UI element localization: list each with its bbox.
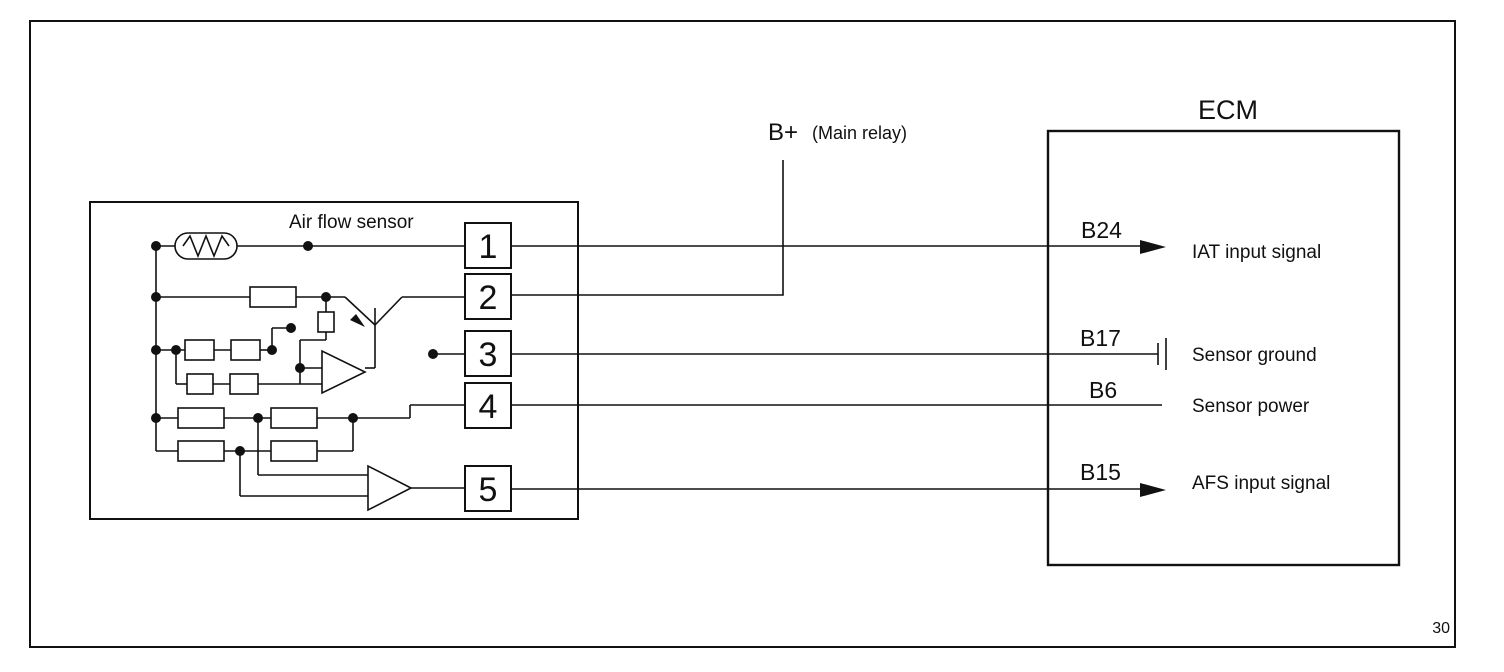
pin-label-1: 1	[479, 228, 498, 266]
resistor-icon	[186, 373, 214, 395]
pin-label-5: 5	[479, 471, 498, 509]
terminal-code-b24: B24	[1081, 217, 1122, 243]
signal-label-iat: IAT input signal	[1192, 242, 1321, 263]
resistor-icon	[230, 339, 261, 361]
air-flow-sensor	[89, 201, 579, 520]
terminal-code-b6: B6	[1089, 377, 1117, 403]
resistor-icon	[177, 407, 225, 429]
resistor-icon	[270, 440, 318, 462]
signal-label-afs: AFS input signal	[1192, 473, 1330, 494]
resistor-icon	[177, 440, 225, 462]
terminal-code-b15: B15	[1080, 459, 1121, 485]
resistor-icon	[249, 286, 297, 308]
resistor-icon	[229, 373, 259, 395]
power-label: B+	[768, 119, 798, 146]
resistor-icon	[270, 407, 318, 429]
connector-pins	[464, 222, 512, 512]
figure-number: 30	[1432, 620, 1450, 637]
figure-frame	[29, 20, 1456, 648]
power-note: (Main relay)	[812, 123, 907, 143]
signal-label-ground: Sensor ground	[1192, 345, 1317, 366]
pin-label-2: 2	[479, 279, 498, 317]
pin-label-4: 4	[479, 388, 498, 426]
b15-arrow-icon	[1140, 483, 1166, 497]
ecm-box	[1046, 129, 1401, 567]
signal-label-power: Sensor power	[1192, 396, 1310, 417]
pin-box-5	[464, 465, 512, 512]
sensor-title: Air flow sensor	[289, 212, 414, 233]
ecm-title: ECM	[1198, 95, 1258, 125]
pin-label-3: 3	[479, 336, 498, 374]
pin-box-3	[464, 330, 512, 377]
terminal-code-b17: B17	[1080, 325, 1121, 351]
b24-arrow-icon	[1140, 240, 1166, 254]
pin-box-2	[464, 273, 512, 320]
sensor-housing	[89, 201, 579, 520]
resistor-icon	[317, 311, 335, 333]
harness-wires	[511, 160, 1167, 490]
junction-dots	[151, 241, 438, 456]
transistor-arrow-icon	[350, 314, 365, 327]
op-amp-icon	[321, 349, 367, 395]
wire-pin2-bplus	[511, 160, 784, 296]
op-amp-icon	[367, 464, 413, 512]
resistor-icon	[184, 339, 215, 361]
